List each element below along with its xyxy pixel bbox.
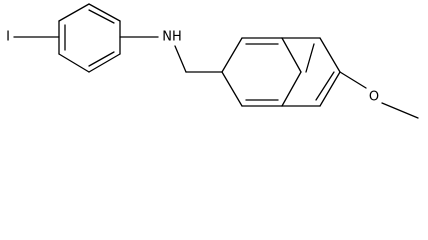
double-bond [305,43,315,73]
double-bond [88,51,115,67]
oxygen-label: O [369,90,379,105]
naphthalene-ring-right [281,37,341,107]
bond [319,71,341,107]
bond [88,3,121,22]
naphthalene-ring-left [221,37,302,107]
o-ch3-bond [381,102,419,119]
n-ch2-bond [174,45,187,73]
bond [88,53,121,73]
c-o-bond [339,71,367,89]
bond [319,37,341,73]
bond [221,37,243,73]
bond [281,71,302,107]
double-bond [315,71,335,101]
iodophenyl-ring [58,3,121,73]
bond [58,3,90,22]
bond [58,53,90,73]
bond [281,37,302,73]
amine-label: NH [162,30,182,45]
molecule-structure: I NH O [6,3,419,119]
bond [221,71,243,107]
iodine-label: I [6,30,10,45]
double-bond [88,9,115,24]
